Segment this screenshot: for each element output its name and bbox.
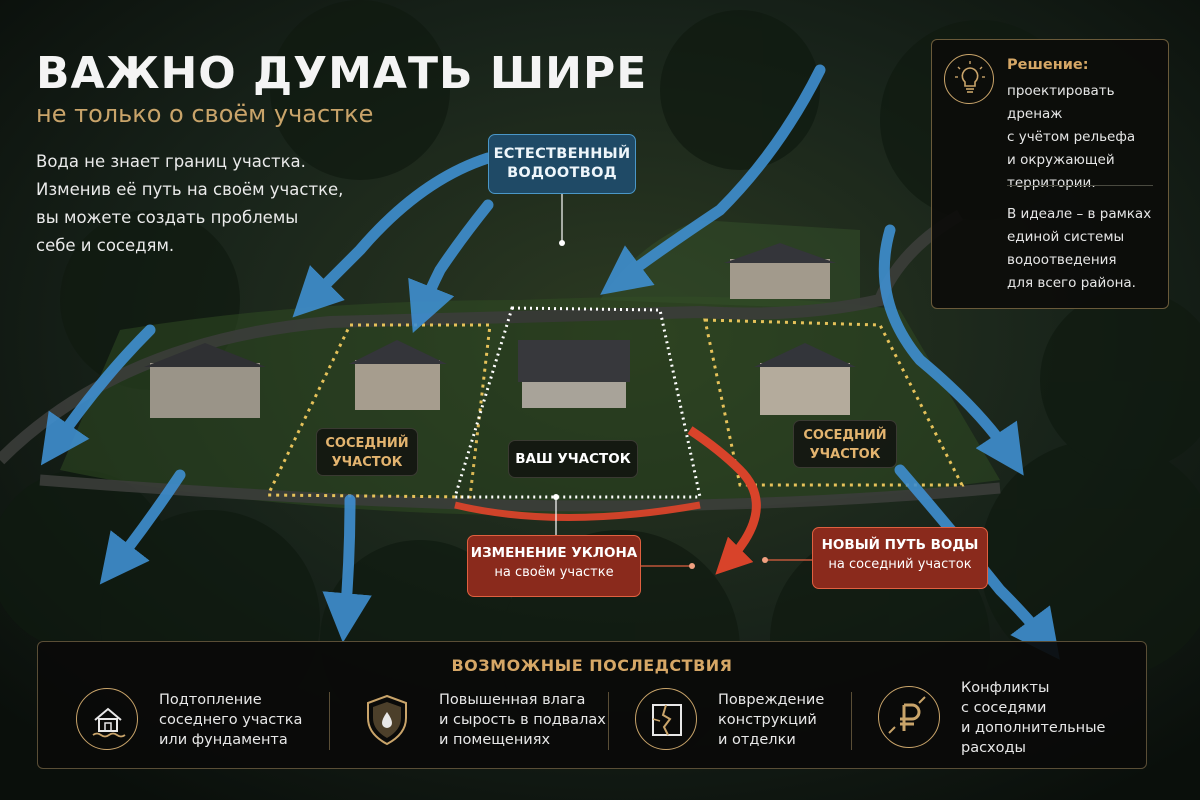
neighbor-right-line: УЧАСТОК [809, 447, 881, 462]
solution-ideal-line: водоотведения [1007, 252, 1117, 268]
consequence-text: Повреждение конструкций и отделки [718, 690, 898, 750]
consequence-line: соседнего участка [159, 712, 303, 728]
consequence-line: и сырость в подвалах [439, 712, 606, 728]
consequences-title: ВОЗМОЖНЫЕ ПОСЛЕДСТВИЯ [451, 656, 733, 675]
solution-ideal-text: В идеале – в рамках единой системы водоо… [1007, 203, 1151, 295]
consequence-text: Конфликты с соседями и дополнительные ра… [961, 678, 1141, 758]
consequence-text: Повышенная влага и сырость в подвалах и … [439, 690, 619, 750]
slope-change-title: ИЗМЕНЕНИЕ УКЛОНА [470, 545, 638, 561]
solution-divider [1007, 185, 1153, 186]
natural-drain-line: ЕСТЕСТВЕННЫЙ [493, 146, 631, 162]
solution-ideal-line: В идеале – в рамках [1007, 206, 1152, 222]
slope-change-subtitle: на своём участке [494, 565, 614, 580]
solution-line: территории. [1007, 175, 1096, 191]
consequence-line: Подтопление [159, 692, 262, 708]
consequence-line: или фундамента [159, 732, 288, 748]
new-path-subtitle: на соседний участок [828, 557, 972, 572]
ruble-conflict-icon [878, 686, 940, 748]
neighbor-left-line: СОСЕДНИЙ [325, 436, 409, 451]
consequence-line: конструкций [718, 712, 817, 728]
intro-line: Вода не знает границ участка. [36, 152, 306, 171]
solution-line: и окружающей [1007, 152, 1115, 168]
consequence-line: и дополнительные [961, 720, 1106, 736]
solution-heading: Решение: [1007, 57, 1089, 73]
solution-line: с учётом рельефа [1007, 129, 1136, 145]
page-subtitle: не только о своём участке [36, 100, 374, 128]
consequence-line: с соседями [961, 700, 1047, 716]
intro-line: Изменив её путь на своём участке, [36, 180, 344, 199]
divider [329, 692, 330, 750]
intro-line: вы можете создать проблемы [36, 208, 299, 227]
divider [851, 692, 852, 750]
intro-line: себе и соседям. [36, 236, 175, 255]
divider [608, 692, 609, 750]
neighbor-right-line: СОСЕДНИЙ [803, 428, 887, 443]
consequence-line: Повышенная влага [439, 692, 586, 708]
solution-ideal-line: для всего района. [1007, 275, 1136, 291]
damp-shield-icon [356, 688, 418, 750]
new-water-path-label: НОВЫЙ ПУТЬ ВОДЫ на соседний участок [812, 527, 988, 589]
slope-change-label: ИЗМЕНЕНИЕ УКЛОНА на своём участке [467, 535, 641, 597]
solution-line: проектировать дренаж [1007, 83, 1115, 122]
neighbor-plot-left-label: СОСЕДНИЙ УЧАСТОК [316, 428, 418, 476]
new-path-title: НОВЫЙ ПУТЬ ВОДЫ [821, 537, 979, 553]
houses [144, 243, 856, 418]
solution-panel: Решение: проектировать дренаж с учётом р… [931, 39, 1169, 309]
neighbor-left-line: УЧАСТОК [331, 455, 403, 470]
natural-drain-label: ЕСТЕСТВЕННЫЙ ВОДООТВОД [488, 134, 636, 194]
page-title: ВАЖНО ДУМАТЬ ШИРЕ [36, 48, 648, 99]
cracked-wall-icon [635, 688, 697, 750]
flooded-house-icon [76, 688, 138, 750]
intro-text: Вода не знает границ участка. Изменив её… [36, 148, 356, 260]
consequence-line: расходы [961, 740, 1026, 756]
solution-text: проектировать дренаж с учётом рельефа и … [1007, 80, 1168, 195]
solution-ideal-line: единой системы [1007, 229, 1125, 245]
consequence-line: и помещениях [439, 732, 551, 748]
natural-drain-line: ВОДООТВОД [507, 165, 617, 181]
neighbor-plot-right-label: СОСЕДНИЙ УЧАСТОК [793, 420, 897, 468]
consequence-line: Повреждение [718, 692, 825, 708]
consequences-panel: ВОЗМОЖНЫЕ ПОСЛЕДСТВИЯ Подтопление соседн… [37, 641, 1147, 769]
consequence-line: и отделки [718, 732, 796, 748]
lightbulb-icon [944, 54, 994, 104]
your-plot-label: ВАШ УЧАСТОК [508, 440, 638, 478]
consequence-line: Конфликты [961, 680, 1050, 696]
consequence-text: Подтопление соседнего участка или фундам… [159, 690, 339, 750]
